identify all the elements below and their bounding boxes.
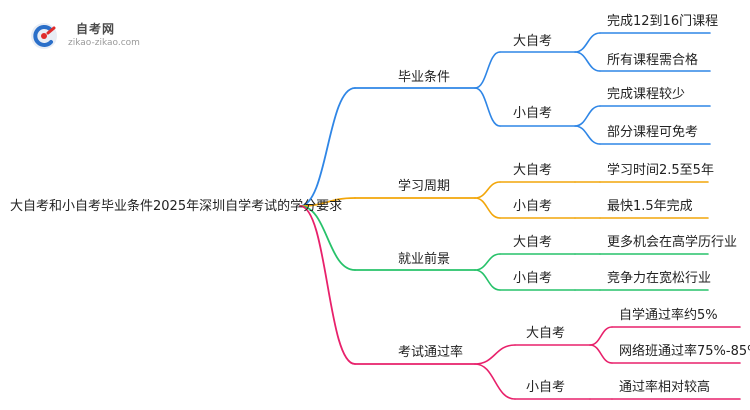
branch-to-node-connector [474, 253, 501, 271]
node-da-zikao: 大自考 [513, 235, 553, 250]
node-to-leaf-connector [574, 51, 601, 72]
leaf-text: 所有课程需合格 [607, 53, 699, 68]
branch-to-node-connector [474, 269, 501, 291]
logo-name: 自考网 [76, 22, 116, 36]
root-to-branch-connector [299, 197, 356, 207]
leaf-text: 完成12到16门课程 [607, 14, 719, 29]
node-xiao-zikao: 小自考 [513, 271, 553, 286]
branch-to-node-connector [474, 363, 516, 400]
site-logo[interactable]: 自考网 zikao-zikao.com [30, 18, 150, 52]
node-to-leaf-connector [574, 125, 601, 145]
leaf-text: 竞争力在宽松行业 [607, 271, 712, 286]
node-xiao-zikao: 小自考 [513, 199, 553, 214]
leaf-text: 通过率相对较高 [619, 380, 711, 395]
node-da-zikao: 大自考 [513, 34, 553, 49]
root-to-branch-connector [299, 205, 356, 271]
node-xiao-zikao: 小自考 [513, 106, 553, 121]
leaf-text: 网络班通过率75%-85% [619, 344, 750, 359]
node-to-leaf-connector [574, 105, 601, 127]
leaf-text: 完成课程较少 [607, 87, 686, 102]
leaf-text: 最快1.5年完成 [607, 199, 693, 214]
leaf-text: 部分课程可免考 [607, 125, 699, 140]
node-xiao-zikao: 小自考 [526, 380, 566, 395]
node-to-leaf-connector [574, 32, 601, 53]
node-to-leaf-connector [589, 344, 613, 364]
branch-to-node-connector [474, 181, 501, 199]
node-to-leaf-connector [589, 326, 613, 346]
root-to-branch-connector [299, 205, 356, 365]
logo-url: zikao-zikao.com [68, 38, 140, 48]
branch-label-employment: 就业前景 [398, 252, 451, 267]
node-da-zikao: 大自考 [513, 163, 553, 178]
branch-label-study-period: 学习周期 [398, 179, 451, 194]
branch-to-node-connector [474, 344, 516, 365]
root-to-branch-connector [299, 87, 356, 207]
logo-mark-icon [31, 23, 57, 49]
node-da-zikao: 大自考 [526, 326, 566, 341]
leaf-text: 更多机会在高学历行业 [607, 235, 738, 250]
leaf-text: 学习时间2.5至5年 [607, 163, 714, 178]
leaf-text: 自学通过率约5% [619, 308, 718, 323]
branch-to-node-connector [474, 197, 501, 219]
branch-label-pass-rate: 考试通过率 [398, 345, 464, 360]
branch-to-node-connector [474, 87, 501, 127]
branch-to-node-connector [474, 51, 501, 89]
branch-label-graduation: 毕业条件 [398, 70, 451, 85]
mindmap-root: 大自考和小自考毕业条件2025年深圳自学考试的学分要求 [10, 199, 343, 214]
